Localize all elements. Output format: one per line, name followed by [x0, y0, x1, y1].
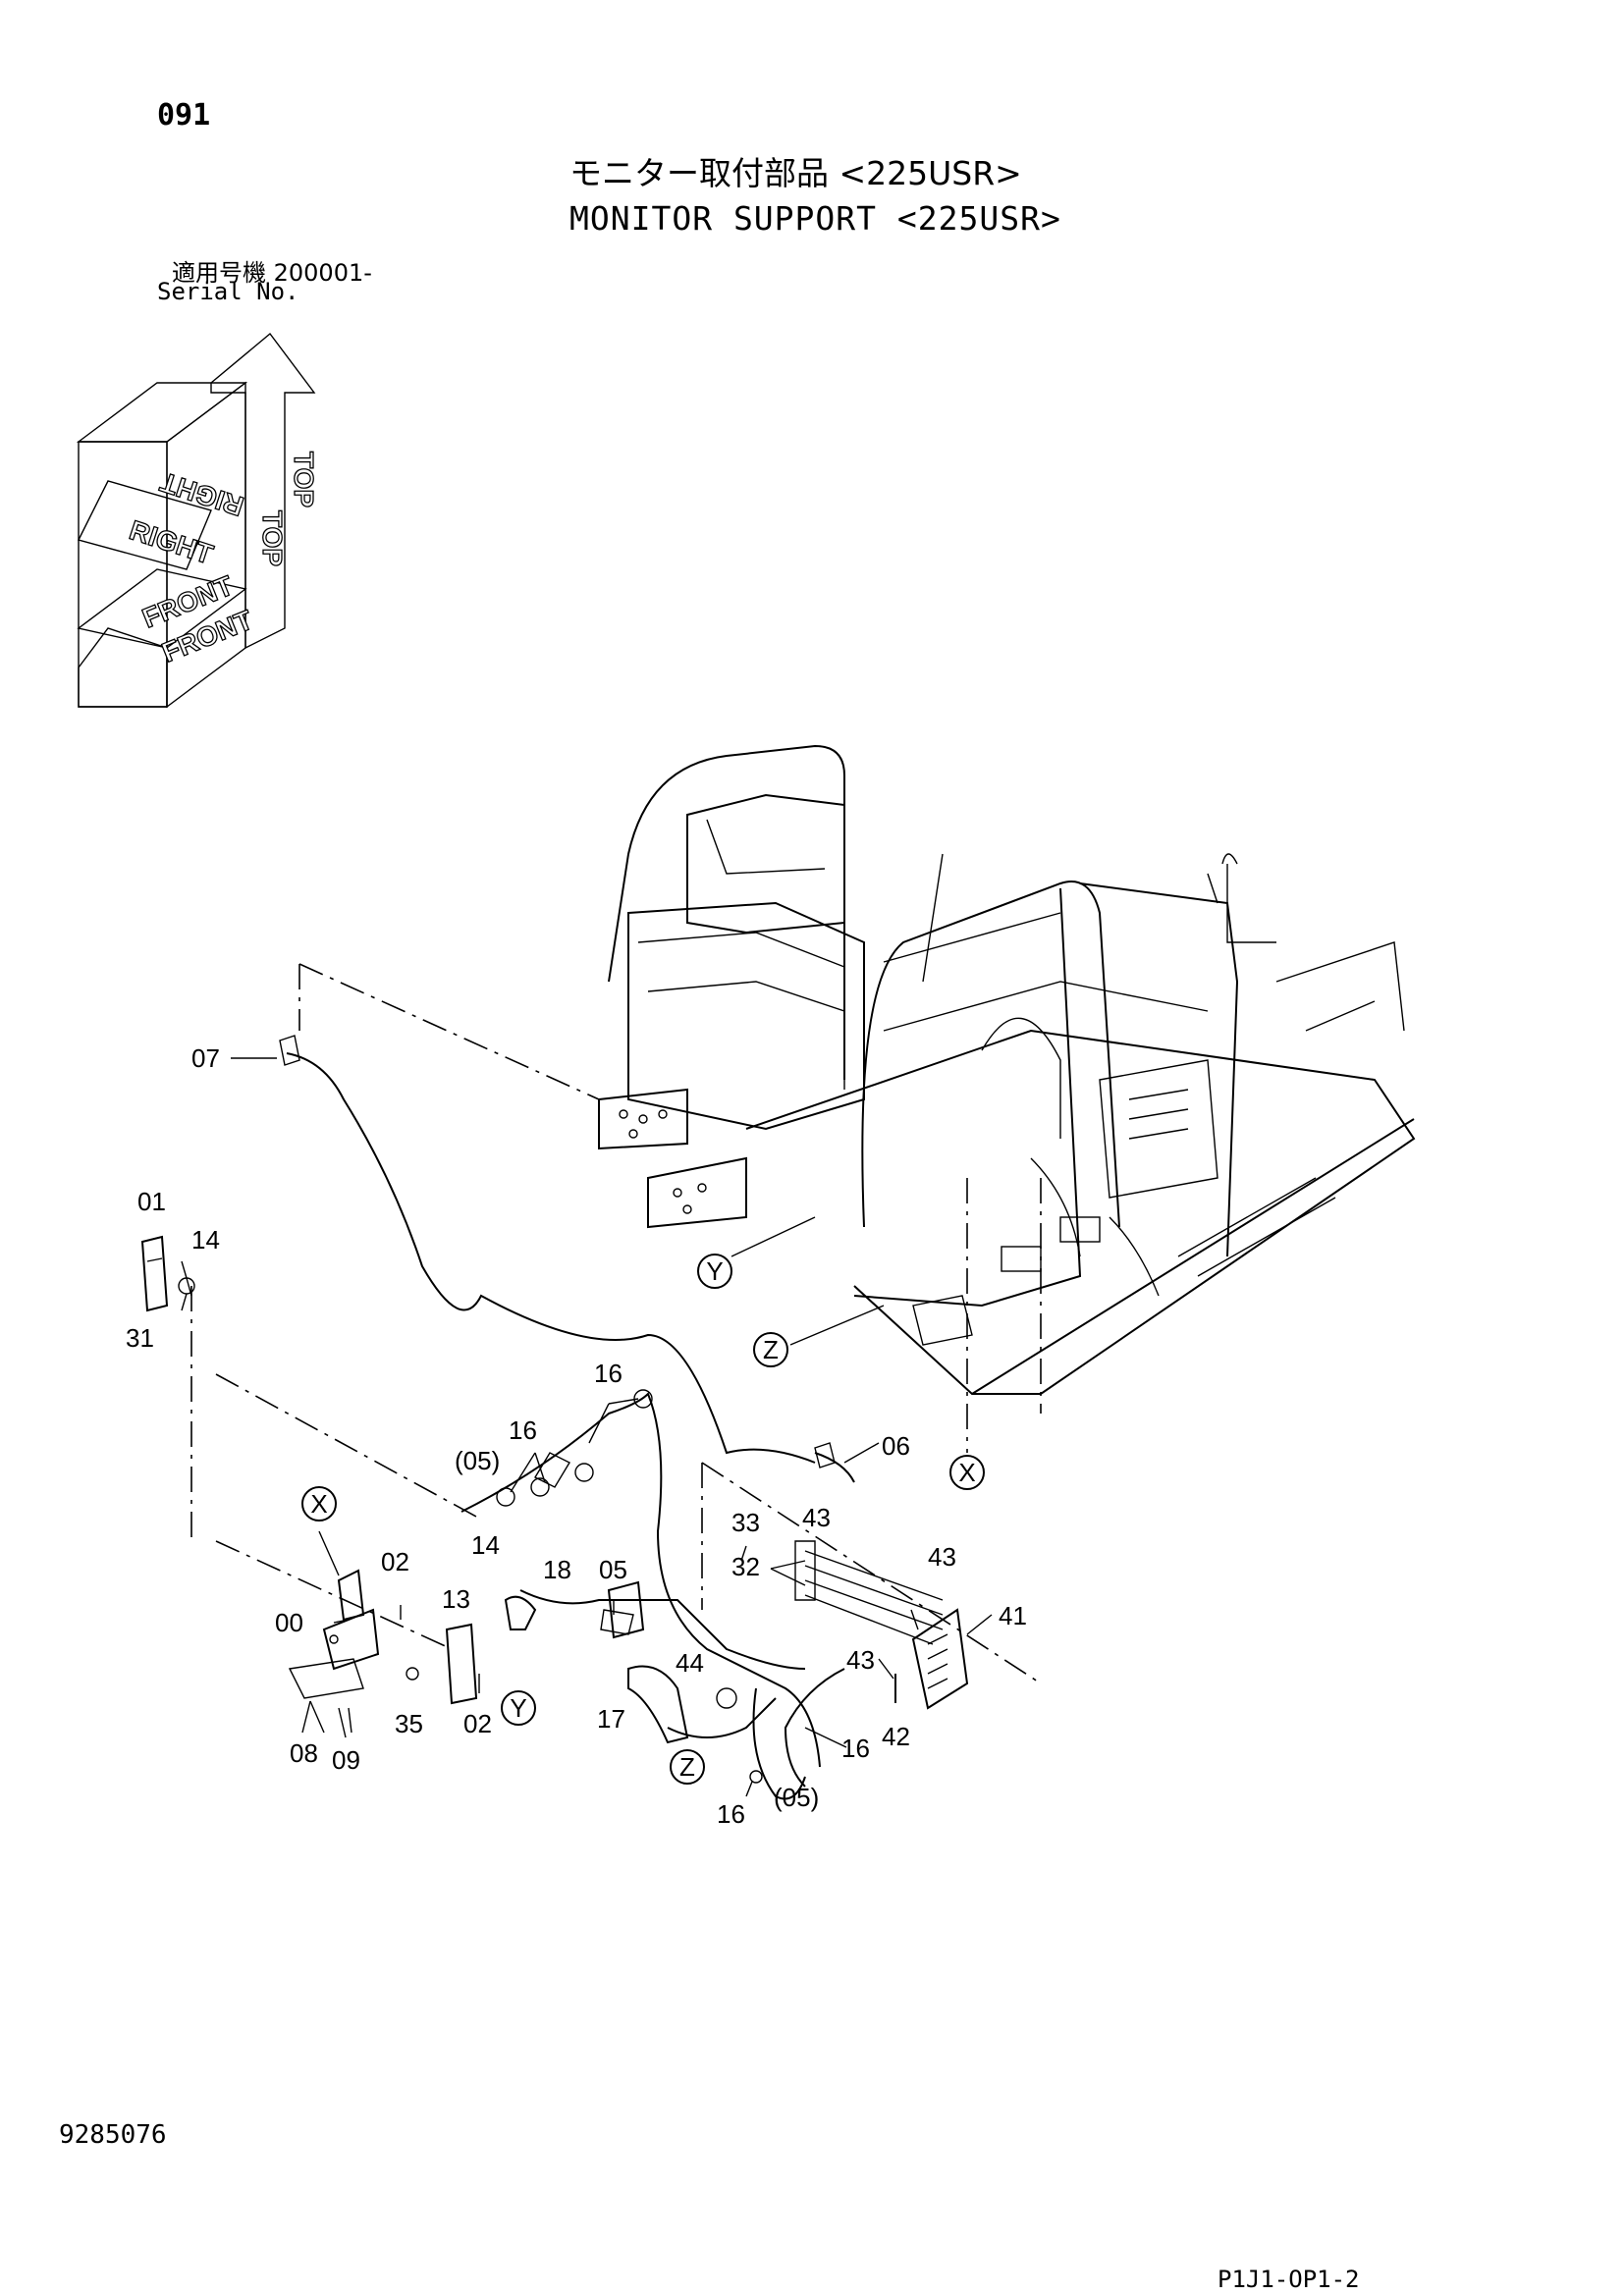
callout-43: 43: [846, 1645, 875, 1675]
part-16-tie: [749, 1770, 763, 1784]
callout-05: (05): [455, 1446, 500, 1475]
part-18-connector: [504, 1595, 537, 1630]
ref-marker-z-1: [753, 1332, 788, 1367]
orientation-top-label: TOP: [257, 510, 288, 566]
callout-06: 06: [882, 1431, 910, 1461]
callout-41: 41: [999, 1601, 1027, 1630]
callout-05: 05: [599, 1555, 627, 1584]
part-41-relay-box: [911, 1608, 969, 1710]
part-callouts: 07 01 14 31 16 16 (05) 14 02 00 13 18 05…: [126, 1043, 1027, 1829]
reference-markers: X Y Z Y Z X: [301, 1254, 985, 1785]
orientation-cube: TOP TOP RIGHT RIGHT FRONT FRONT: [76, 332, 320, 709]
ref-marker-z-1-label: Z: [763, 1335, 779, 1364]
serial-label-japanese: 適用号機 200001-: [172, 259, 372, 287]
ref-marker-z-2-label: Z: [679, 1752, 695, 1782]
assembly-leader-lines: [190, 963, 1042, 1684]
ref-marker-x-1: [301, 1486, 337, 1522]
part-17-handle: [627, 1665, 689, 1744]
cab-frame: [598, 744, 1416, 1395]
callout-16: 16: [509, 1415, 537, 1445]
sheet-code: P1J1-OP1-2: [1218, 2266, 1360, 2293]
callout-14: 14: [471, 1530, 500, 1560]
page-code: 091: [157, 98, 211, 133]
callout-42: 42: [882, 1722, 910, 1751]
ref-marker-y-2-label: Y: [510, 1693, 526, 1723]
ref-marker-y-1: [697, 1254, 732, 1289]
orientation-top-label-2: TOP: [289, 452, 319, 507]
callout-18: 18: [543, 1555, 571, 1584]
callout-31: 31: [126, 1323, 154, 1353]
part-00-monitor-bracket: [288, 1569, 380, 1699]
ref-marker-y-1-label: Y: [706, 1256, 723, 1286]
ref-marker-x-2: [949, 1455, 985, 1490]
callout-09: 09: [332, 1745, 360, 1775]
callout-01: 01: [137, 1187, 166, 1216]
callout-13: 13: [442, 1584, 470, 1614]
callout-44: 44: [676, 1648, 704, 1678]
callout-02: 02: [381, 1547, 409, 1576]
part-35-nut: [406, 1667, 419, 1681]
orientation-right-label-2: RIGHT: [156, 466, 246, 521]
serial-label: Serial No.: [157, 278, 299, 305]
callout-02: 02: [463, 1709, 492, 1738]
document-number: 9285076: [59, 2120, 167, 2150]
part-01-bracket: [140, 1235, 169, 1312]
callout-14: 14: [191, 1225, 220, 1255]
part-44-fitting: [716, 1687, 737, 1709]
ref-marker-x-1-label: X: [310, 1489, 327, 1519]
callout-17: 17: [597, 1704, 625, 1734]
callout-16: 16: [717, 1799, 745, 1829]
page-title-japanese: モニター取付部品 <225USR>: [569, 154, 1022, 192]
callout-leaders: [181, 1057, 993, 1797]
callout-43: 43: [928, 1542, 956, 1572]
callout-32: 32: [731, 1552, 760, 1581]
orientation-right-label: RIGHT: [126, 514, 216, 569]
callout-43: 43: [802, 1503, 831, 1532]
part-02-bolt: [400, 1605, 480, 1693]
page-title: MONITOR SUPPORT <225USR>: [569, 199, 1061, 238]
callout-33: 33: [731, 1508, 760, 1537]
part-32-harness-branch: [794, 1540, 944, 1645]
callout-05: (05): [774, 1783, 819, 1812]
part-05-clamp: [607, 1580, 645, 1639]
callout-35: 35: [395, 1709, 423, 1738]
callout-00: 00: [275, 1608, 303, 1637]
callout-08: 08: [290, 1738, 318, 1768]
callout-16: 16: [841, 1734, 870, 1763]
callout-07: 07: [191, 1043, 220, 1073]
part-13-cover: [445, 1623, 478, 1705]
harness-cables: [279, 1035, 855, 1800]
ref-marker-x-2-label: X: [958, 1458, 975, 1487]
callout-16: 16: [594, 1359, 623, 1388]
ref-marker-y-2: [501, 1690, 536, 1726]
ref-marker-z-2: [670, 1749, 705, 1785]
